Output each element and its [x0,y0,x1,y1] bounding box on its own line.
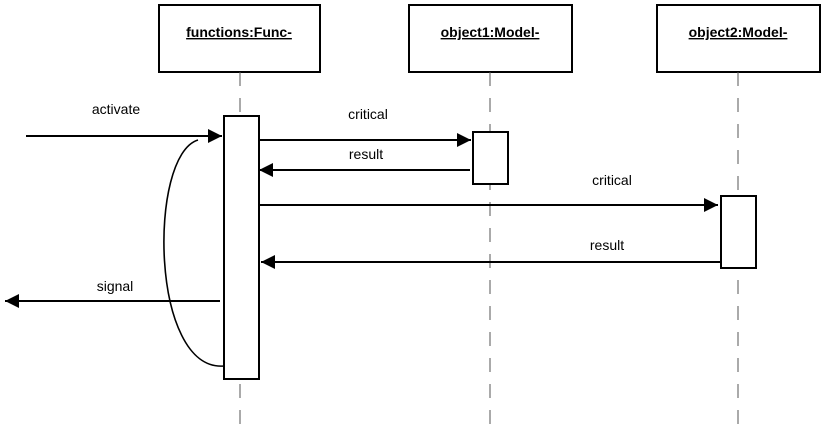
loop-curve [163,139,225,367]
object-object2[interactable]: object2:Model- [656,4,821,73]
object-object1[interactable]: object1:Model- [408,4,573,73]
message-label-result-2: result [590,237,624,253]
message-label-result-1: result [349,146,383,162]
object-box-object1 [408,4,573,73]
message-result-1: result [259,146,470,177]
message-label-critical-2: critical [592,172,632,188]
message-signal: signal [5,278,220,308]
message-label-activate: activate [92,101,140,117]
activation-bar-object2 [720,195,757,269]
activation-bar-functions [223,115,260,380]
object-box-object2 [656,4,821,73]
object-label-functions: functions:Func- [186,24,292,40]
message-critical-1: critical [259,106,471,147]
object-label-object1: object1:Model- [441,24,540,40]
activation-bar-object1 [472,131,509,185]
message-label-signal: signal [97,278,134,294]
object-box-functions [158,4,321,73]
object-functions[interactable]: functions:Func- [158,4,321,73]
message-activate: activate [26,101,222,143]
message-critical-2: critical [259,172,718,212]
message-label-critical-1: critical [348,106,388,122]
object-label-object2: object2:Model- [689,24,788,40]
message-result-2: result [261,237,721,269]
